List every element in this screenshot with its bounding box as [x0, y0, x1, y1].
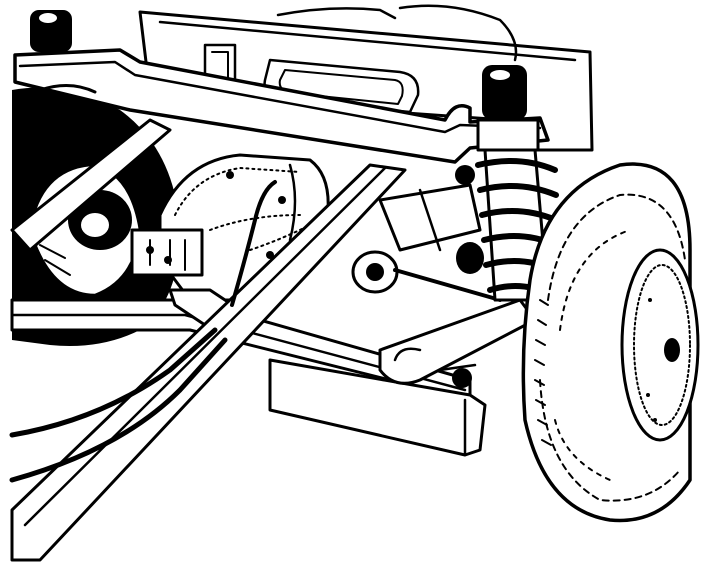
- front-cross-member: [268, 358, 487, 457]
- left-coil-spring: [30, 10, 97, 124]
- front-right-tire: [521, 162, 700, 523]
- lower-control-arm: [351, 242, 537, 388]
- brake-lines: [9, 180, 277, 483]
- center-frame-rail: [10, 163, 407, 562]
- upper-crossbar: [13, 48, 550, 164]
- upper-control-arm: [378, 165, 482, 252]
